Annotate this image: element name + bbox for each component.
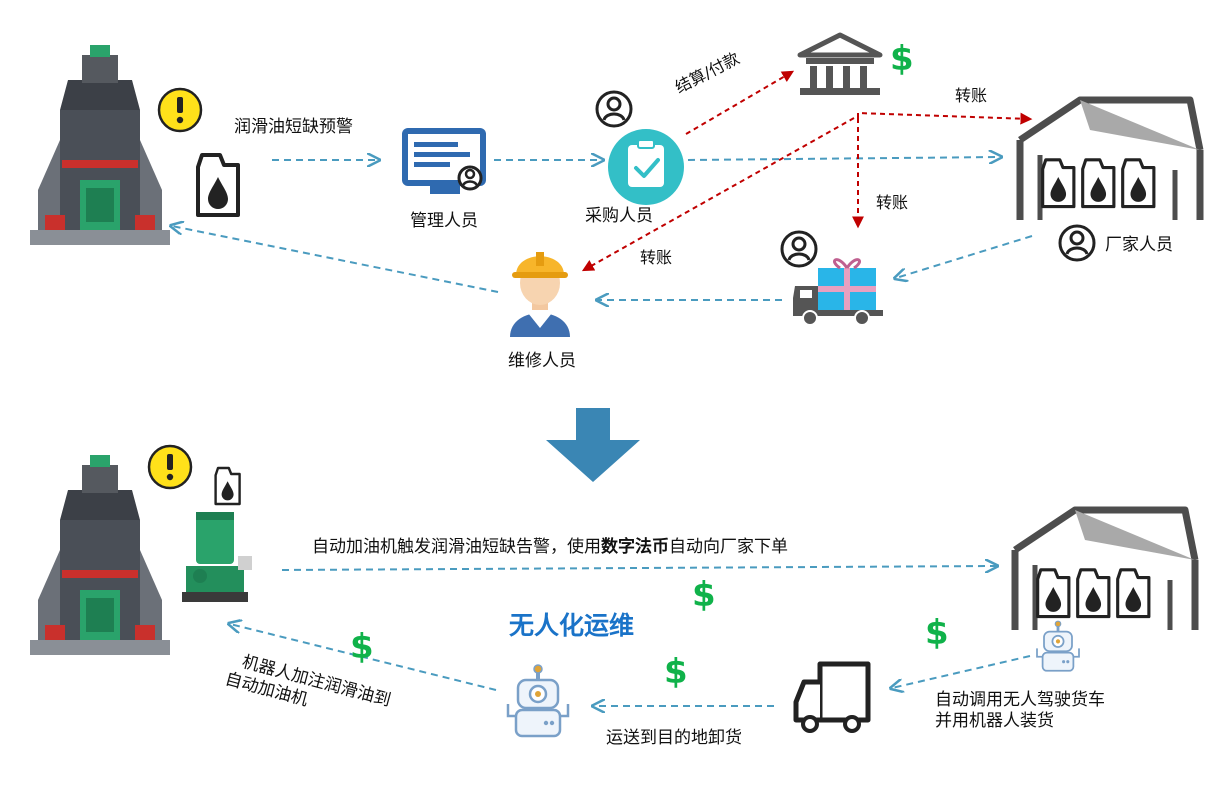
label-deliver-unload: 运送到目的地卸货 [606, 728, 742, 748]
auto-order-suffix: 自动向厂家下单 [669, 537, 788, 557]
oil-can-icon-bottom [214, 466, 241, 506]
warehouse-bottom-icon [1015, 510, 1195, 630]
arrow-warehouse-to-truck [892, 655, 1031, 688]
label-dispatch: 自动调用无人驾驶货车 并用机器人装货 [935, 690, 1105, 733]
auto-order-emphasis: 数字法币 [601, 537, 669, 557]
purchaser-clipboard-icon [608, 129, 684, 205]
manufacturer-person-icon [1058, 224, 1096, 262]
grinding-mill-bottom-icon [30, 455, 170, 655]
arrow-lubricator-to-warehouse [281, 566, 996, 570]
label-transfer-to-supplier: 转账 [876, 193, 909, 212]
dollar-icon-refill: $ [350, 627, 374, 667]
label-transfer-to-maintenance: 转账 [640, 248, 673, 267]
dollar-icon-dispatch: $ [925, 613, 949, 653]
arrow-purchaser-to-manufacturer [687, 157, 1000, 160]
arrow-maintenance-to-mill [172, 226, 499, 293]
auto-lubricator-icon [182, 512, 252, 602]
title-unmanned-ops: 无人化运维 [509, 611, 635, 640]
label-purchaser: 采购人员 [585, 206, 653, 226]
loading-robot-icon [1036, 620, 1080, 672]
down-arrow-icon [546, 408, 640, 482]
label-manufacturer-staff: 厂家人员 [1105, 235, 1173, 255]
auto-order-prefix: 自动加油机触发润滑油短缺告警，使用 [312, 537, 601, 557]
dollar-icon-bank: $ [890, 39, 914, 79]
supplier-person-icon [780, 230, 818, 268]
oil-can-icon-top [196, 153, 240, 217]
arrow-manufacturer-to-supplier [896, 235, 1033, 278]
maintenance-worker-icon [510, 252, 570, 337]
dollar-icon-order: $ [692, 575, 716, 615]
warning-icon-top [157, 87, 203, 133]
dispatch-line1: 自动调用无人驾驶货车 [935, 690, 1105, 710]
dollar-icon-deliver: $ [664, 652, 688, 692]
label-transfer-to-manufacturer: 转账 [955, 86, 988, 105]
label-maintenance-staff: 维修人员 [508, 351, 576, 371]
warning-icon-bottom [147, 444, 193, 490]
delivery-truck-gift-icon [793, 258, 883, 326]
arrow-robot-to-lubricator [230, 624, 497, 691]
warehouse-top-icon [1020, 100, 1200, 220]
manager-monitor-icon [402, 128, 486, 194]
label-auto-order: 自动加油机触发润滑油短缺告警，使用数字法币自动向厂家下单 [312, 537, 788, 558]
driverless-truck-icon [793, 661, 871, 733]
arrow-purchaser-to-bank [685, 70, 795, 135]
label-manager: 管理人员 [410, 211, 478, 231]
purchaser-person-icon [595, 90, 633, 128]
arrow-bank-to-maintenance [581, 117, 855, 272]
arrow-bank-to-manufacturer [857, 111, 1033, 125]
dispatch-line2: 并用机器人装货 [935, 711, 1054, 732]
grinding-mill-top-icon [30, 45, 170, 245]
label-lubricant-shortage-warning: 润滑油短缺预警 [234, 117, 353, 137]
unloading-robot-icon [506, 663, 570, 738]
bank-icon [797, 32, 883, 95]
